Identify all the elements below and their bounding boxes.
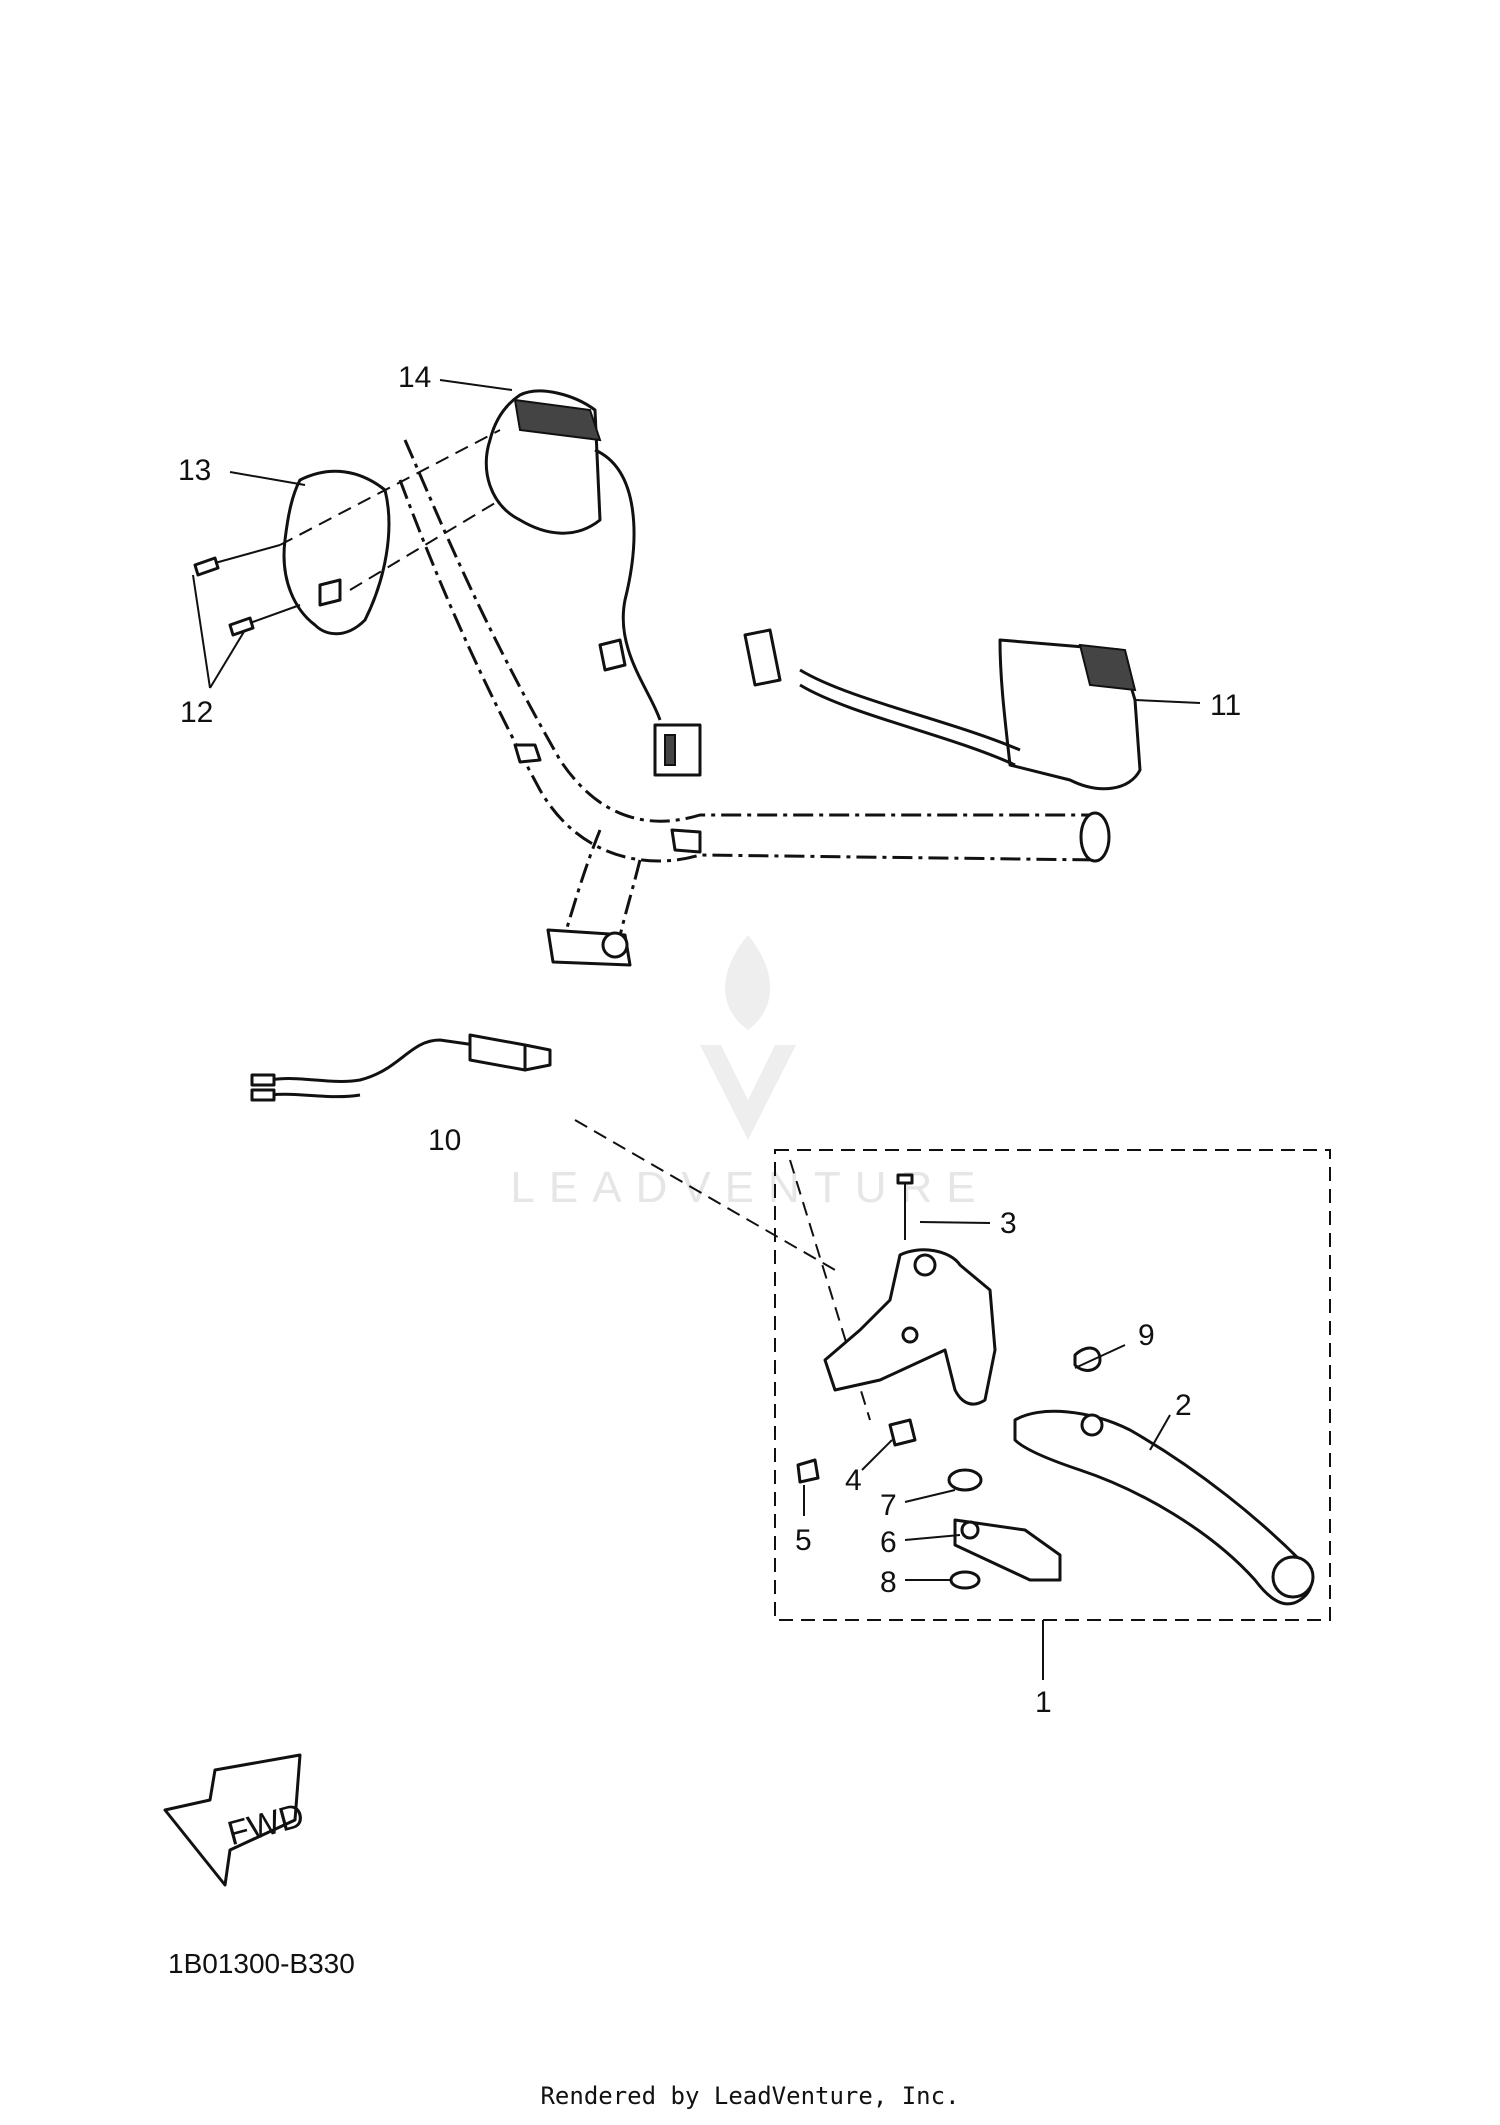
callout-10: 10 <box>428 1124 461 1157</box>
fwd-arrow-icon: FWD <box>163 1753 308 1887</box>
callout-2: 2 <box>1175 1389 1192 1422</box>
callout-14: 14 <box>398 361 431 394</box>
flame-v-logo-icon <box>700 935 796 1140</box>
callout-8: 8 <box>880 1566 897 1599</box>
callout-1: 1 <box>1035 1686 1052 1719</box>
callout-5: 5 <box>795 1524 812 1557</box>
callout-4: 4 <box>845 1464 862 1497</box>
leader-lines <box>192 379 1201 1680</box>
callout-9: 9 <box>1138 1319 1155 1352</box>
watermark-text: LEADVENTURE <box>510 1163 989 1212</box>
screws <box>193 544 301 637</box>
brake-lever-assembly <box>796 1173 1315 1606</box>
callout-12: 12 <box>180 696 213 729</box>
callout-6: 6 <box>880 1526 897 1559</box>
callout-13: 13 <box>178 454 211 487</box>
callouts: 14 13 12 11 10 3 9 2 4 7 5 6 8 1 <box>178 361 1241 1719</box>
diagram-code: 1B01300-B330 <box>168 1948 355 1979</box>
stop-switch <box>250 1033 552 1102</box>
left-switch-cover <box>282 469 391 636</box>
right-switch-housing <box>743 628 1142 791</box>
assembly-box <box>774 1149 1331 1621</box>
callout-11: 11 <box>1210 689 1241 722</box>
handlebar <box>398 439 1111 967</box>
left-switch-housing <box>484 389 702 777</box>
footer-credit: Rendered by LeadVenture, Inc. <box>540 2082 960 2110</box>
callout-7: 7 <box>880 1489 897 1522</box>
callout-3: 3 <box>1000 1207 1017 1240</box>
watermark: LEADVENTURE <box>510 935 989 1212</box>
